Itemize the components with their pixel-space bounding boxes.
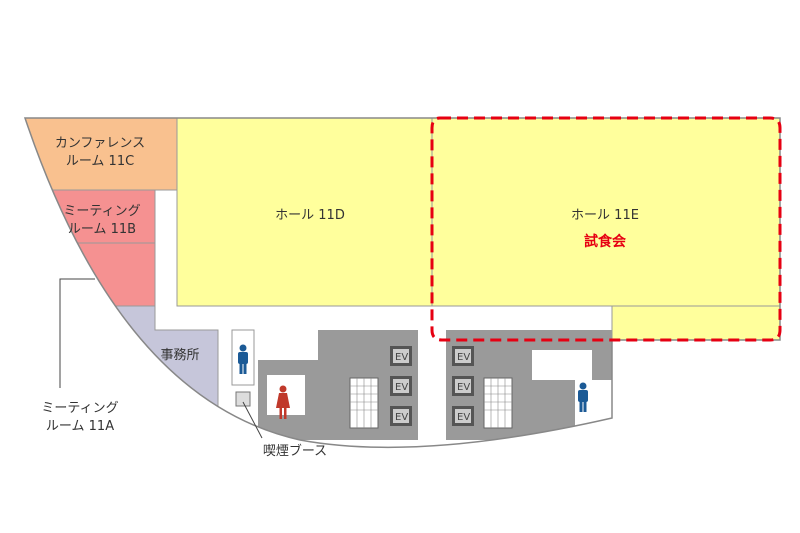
meeting-11b-label-1: ミーティング: [63, 204, 140, 219]
meeting-11a-label-2: ルーム 11A: [46, 419, 114, 434]
elevator-label: EV: [395, 412, 408, 423]
elevator-label: EV: [457, 382, 470, 393]
meeting-11b-label-2: ルーム 11B: [68, 222, 136, 237]
meeting-11a-leader-line: [59, 278, 95, 388]
hall-11e-label: ホール 11E: [571, 208, 639, 223]
male-restroom-icon: [578, 382, 588, 412]
room-hall-11d[interactable]: [176, 118, 433, 307]
room-conference-11c[interactable]: [0, 118, 178, 191]
elevator-label: EV: [395, 382, 408, 393]
hall-11d-label: ホール 11D: [275, 208, 345, 223]
conference-11c-label-2: ルーム 11C: [66, 154, 134, 169]
event-label: 試食会: [584, 233, 627, 250]
meeting-11a-label-1: ミーティング: [41, 401, 118, 416]
stairs-right: [483, 377, 513, 429]
elevators: EV EV EV EV EV EV: [390, 346, 474, 426]
elevator-label: EV: [457, 412, 470, 423]
smoking-booth: [235, 391, 251, 407]
smoking-booth-label: 喫煙ブース: [263, 443, 327, 459]
female-restroom-icon: [276, 385, 290, 419]
room-hall-11e[interactable]: [431, 118, 780, 307]
room-meeting-11a[interactable]: [0, 242, 156, 307]
elevator-label: EV: [457, 352, 470, 363]
office-label: 事務所: [160, 348, 199, 363]
event-highlight-outline: [430, 116, 782, 342]
smoking-booth-leader-line: [242, 401, 263, 439]
conference-11c-label-1: カンファレンス: [55, 136, 145, 151]
elevator-label: EV: [395, 352, 408, 363]
male-restroom-icon: [238, 344, 248, 374]
stairs-left: [349, 377, 379, 429]
